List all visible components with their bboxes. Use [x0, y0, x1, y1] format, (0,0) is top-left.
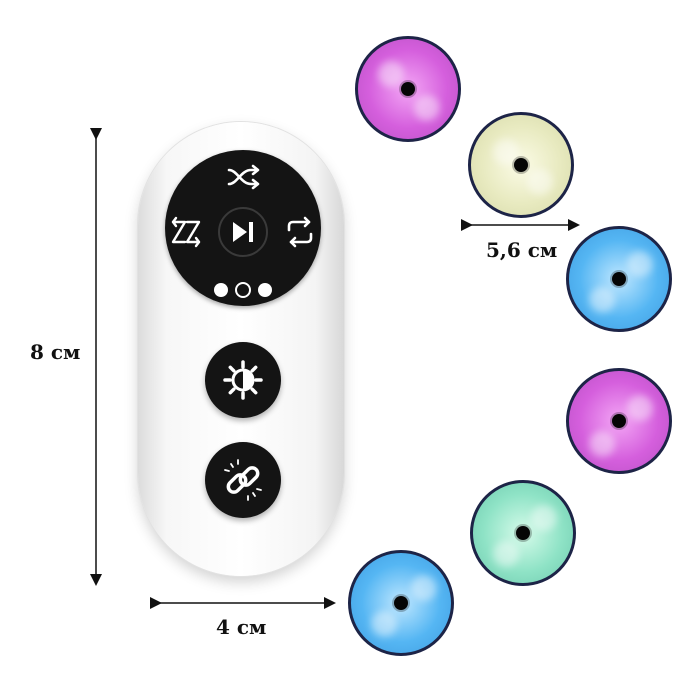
link-button[interactable]: [205, 442, 281, 518]
puck-light-2: [468, 112, 574, 218]
puck-light-4: [566, 368, 672, 474]
puck-light-5: [470, 480, 576, 586]
shuffle-icon[interactable]: [227, 164, 260, 190]
control-pad: [165, 150, 321, 306]
puck-light-6: [348, 550, 454, 656]
color-dots-icon[interactable]: [214, 282, 272, 298]
puck-light-1: [355, 36, 461, 142]
height-label: 8 см: [30, 340, 81, 364]
mode-icon[interactable]: [171, 216, 201, 248]
repeat-icon[interactable]: [287, 216, 313, 248]
brightness-button[interactable]: [205, 342, 281, 418]
brightness-icon: [223, 360, 263, 400]
light-diameter-label: 5,6 см: [486, 238, 558, 262]
link-icon: [224, 459, 262, 501]
puck-light-3: [566, 226, 672, 332]
width-label: 4 см: [216, 615, 267, 639]
play-pause-icon: [233, 222, 253, 242]
